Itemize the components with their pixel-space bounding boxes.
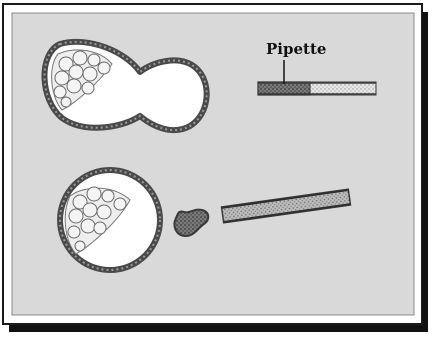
- pipette-label: Pipette: [266, 40, 326, 58]
- bottom-cell: [60, 170, 160, 270]
